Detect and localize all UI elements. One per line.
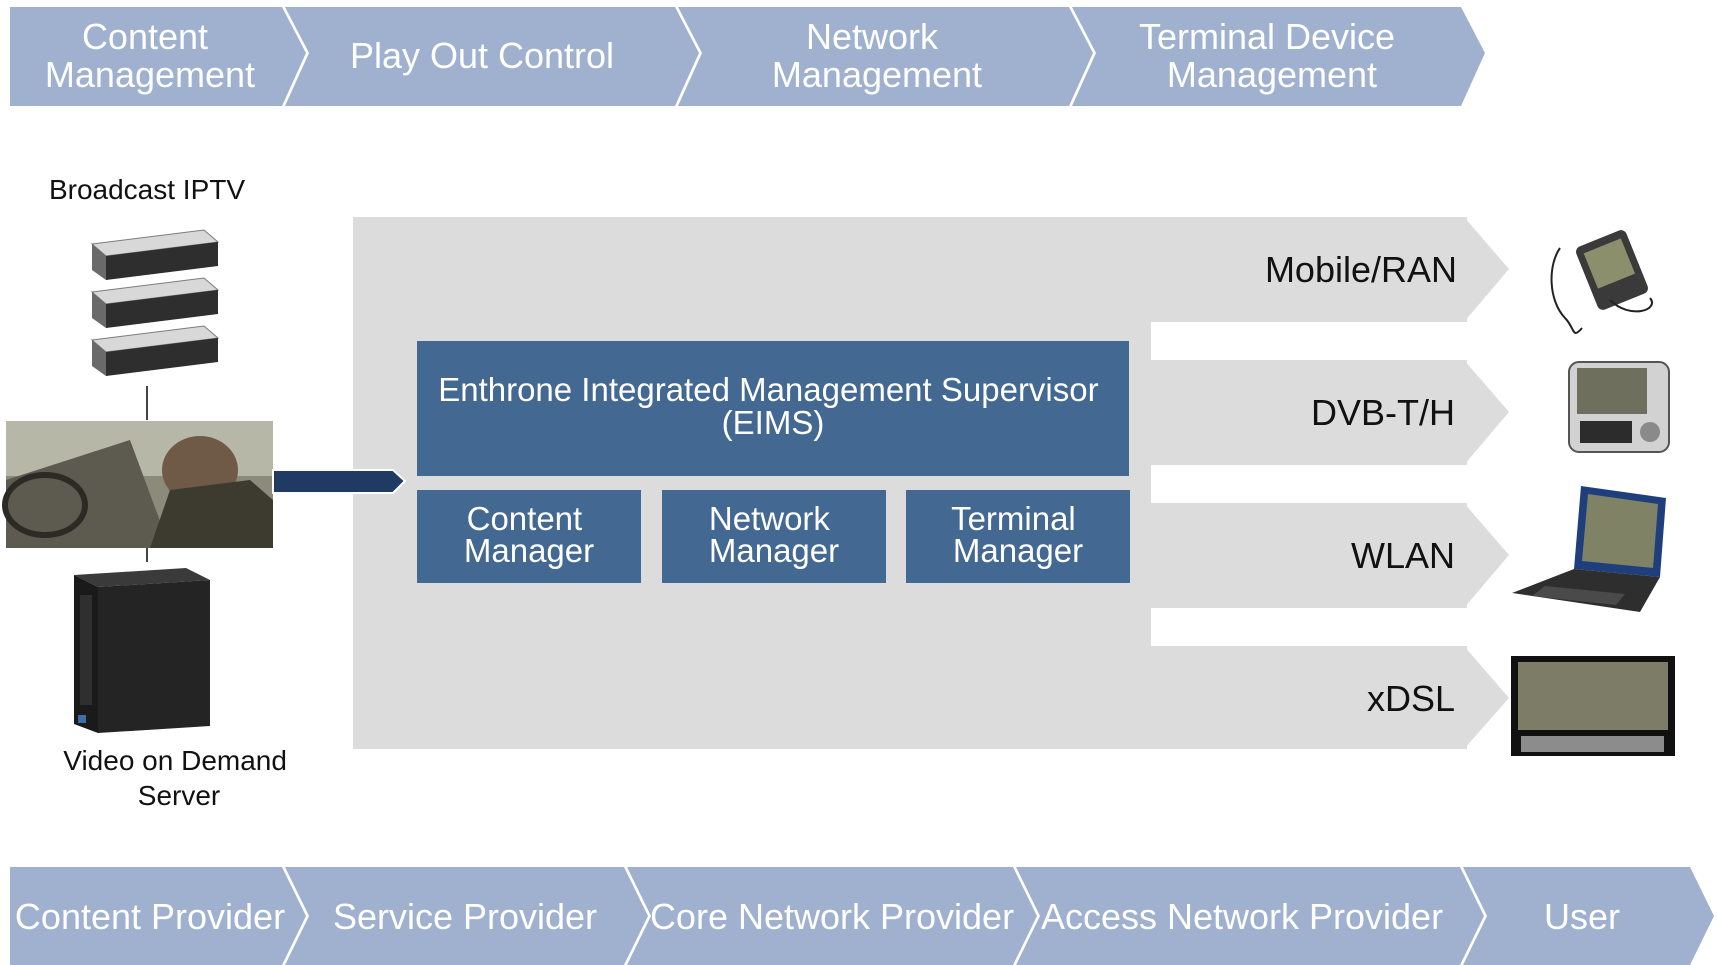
terminal-manager-label: Terminal Manager bbox=[951, 500, 1085, 569]
chevron-content-management bbox=[10, 7, 306, 106]
channel-separator bbox=[1151, 608, 1471, 646]
channel-label-dvb: DVB-T/H bbox=[1311, 392, 1455, 433]
mobile-tv-phone-icon bbox=[1568, 361, 1670, 453]
chevron-user bbox=[1463, 867, 1714, 965]
content-sources: Broadcast IPTV bbox=[2, 174, 407, 811]
channel-separator bbox=[1151, 322, 1471, 360]
chevron-label: Terminal Device Management bbox=[1139, 16, 1405, 95]
bottom-value-chain: Content Provider Service Provider Core N… bbox=[10, 867, 1714, 965]
vod-server-label: Video on Demand Server bbox=[63, 745, 294, 811]
chevron-label: Access Network Provider bbox=[1041, 896, 1443, 937]
chevron-label: Service Provider bbox=[333, 896, 597, 937]
channel-separator bbox=[1151, 465, 1471, 503]
terminal-manager-box bbox=[906, 490, 1130, 583]
chevron-content-provider bbox=[10, 867, 306, 965]
chevron-access-network-provider bbox=[1016, 867, 1484, 965]
chevron-label: Content Provider bbox=[15, 896, 285, 937]
chevron-play-out-control bbox=[285, 7, 699, 106]
network-panel: Mobile/RAN DVB-T/H WLAN xDSL bbox=[353, 217, 1509, 749]
chevron-network-management bbox=[678, 7, 1093, 106]
chevron-label: Network Management bbox=[772, 16, 982, 95]
channel-arrow-dvb bbox=[1464, 360, 1509, 465]
rack-server-icon bbox=[90, 229, 220, 376]
pda-phone-icon bbox=[1550, 230, 1653, 334]
video-frame-image bbox=[2, 421, 273, 548]
eims-block: Enthrone Integrated Management Superviso… bbox=[417, 341, 1130, 583]
broadcast-iptv-label: Broadcast IPTV bbox=[49, 174, 245, 205]
chevron-terminal-device-management bbox=[1072, 7, 1485, 106]
network-manager-label: Network Manager bbox=[709, 500, 839, 569]
terminal-devices bbox=[1511, 230, 1675, 756]
tv-set-top-icon bbox=[1511, 656, 1675, 756]
feed-arrow bbox=[272, 469, 407, 494]
channel-arrow-wlan bbox=[1464, 503, 1509, 608]
chevron-service-provider bbox=[285, 867, 648, 965]
chevron-label: Play Out Control bbox=[350, 35, 614, 76]
content-manager-box bbox=[417, 490, 641, 583]
chevron-label: Core Network Provider bbox=[650, 896, 1014, 937]
channel-arrow-xdsl bbox=[1464, 646, 1509, 749]
chevron-label: Content Management bbox=[45, 16, 255, 95]
laptop-icon bbox=[1512, 486, 1666, 612]
top-process-bar: Content Management Play Out Control Netw… bbox=[10, 7, 1485, 106]
tower-server-icon bbox=[74, 568, 210, 733]
chevron-label: User bbox=[1544, 896, 1620, 937]
channel-label-wlan: WLAN bbox=[1351, 535, 1455, 576]
eims-supervisor-box bbox=[417, 341, 1129, 476]
network-manager-box bbox=[662, 490, 886, 583]
content-manager-label: Content Manager bbox=[464, 500, 594, 569]
channel-label-xdsl: xDSL bbox=[1367, 678, 1455, 719]
channel-arrow-mobile bbox=[1464, 217, 1509, 322]
channel-label-mobile: Mobile/RAN bbox=[1265, 249, 1457, 290]
chevron-core-network-provider bbox=[627, 867, 1037, 965]
eims-title: Enthrone Integrated Management Superviso… bbox=[438, 371, 1108, 441]
